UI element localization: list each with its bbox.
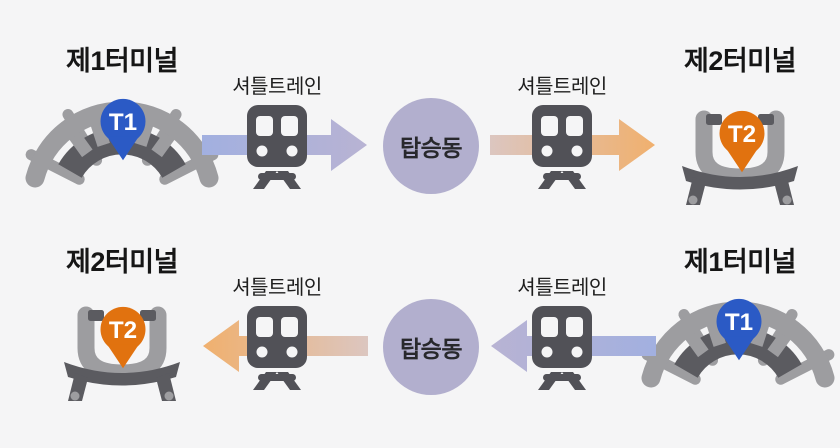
terminal2-title: 제2터미널: [66, 247, 178, 277]
train-icon: [530, 105, 594, 189]
svg-text:T1: T1: [725, 309, 753, 336]
svg-text:T2: T2: [728, 121, 756, 148]
train-icon: [245, 105, 309, 189]
t1-location-pin-icon: T1: [713, 298, 765, 362]
shuttle-train-label: 셔틀트레인: [232, 76, 322, 98]
terminal1-title: 제1터미널: [66, 46, 178, 76]
t1-location-pin-icon: T1: [97, 98, 149, 162]
t2-location-pin-icon: T2: [97, 306, 149, 370]
shuttle-train-label: 셔틀트레인: [232, 277, 322, 299]
shuttle-train-label: 셔틀트레인: [517, 277, 607, 299]
terminal1-title: 제1터미널: [684, 247, 796, 277]
shuttle-train-label: 셔틀트레인: [517, 76, 607, 98]
train-icon: [530, 306, 594, 390]
terminal2-title: 제2터미널: [684, 46, 796, 76]
t2-location-pin-icon: T2: [716, 110, 768, 174]
route-row-t1-to-t2: 제1터미널: [25, 46, 806, 212]
train-icon: [245, 306, 309, 390]
concourse-hub-badge: 탑승동: [383, 299, 479, 395]
concourse-hub-badge: 탑승동: [383, 98, 479, 194]
route-row-t2-from-t1: 제2터미널 T2 셔틀트레인: [0, 201, 840, 425]
svg-text:T2: T2: [109, 317, 137, 344]
svg-text:T1: T1: [109, 109, 137, 136]
terminal2-icon: [674, 102, 806, 212]
terminal2-icon: [56, 298, 188, 408]
